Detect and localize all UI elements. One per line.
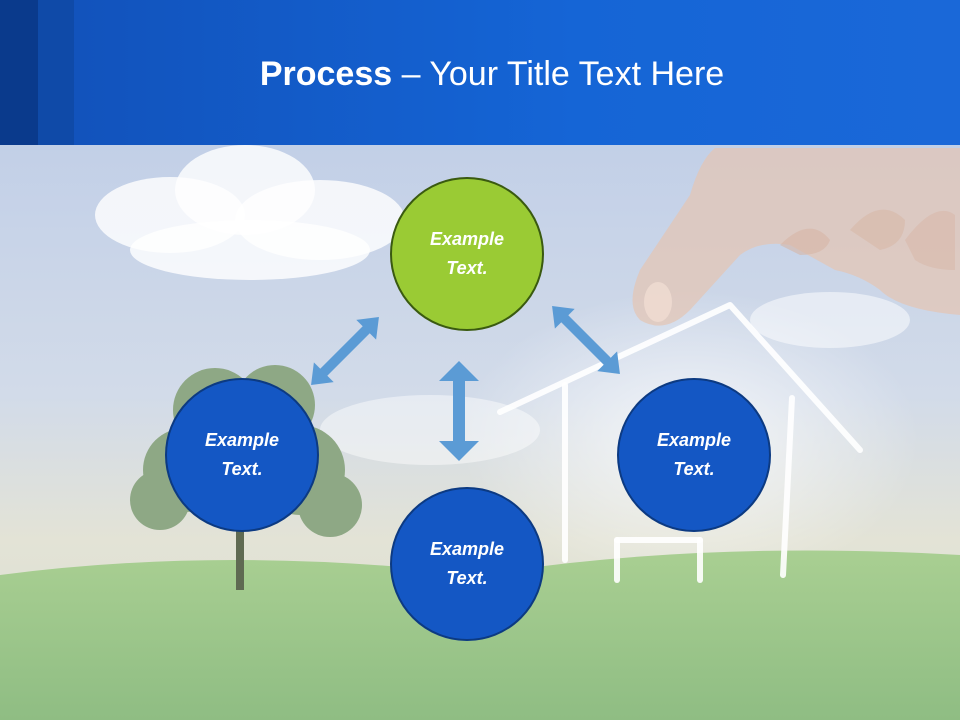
slide-title-bold: Process: [259, 55, 393, 93]
slide-title: Process – Your Title Text Here: [0, 52, 960, 96]
node-text-line2: Text.: [221, 459, 263, 479]
title-bar: Process – Your Title Text Here: [0, 0, 960, 145]
node-text-line1: Example: [656, 430, 732, 450]
node-text-line2: Text.: [446, 258, 488, 278]
double-arrow-icon: [439, 361, 479, 461]
slide-title-rest: – Your Title Text Here: [392, 55, 725, 93]
double-arrow-icon: [552, 306, 620, 374]
node-text-line1: Example: [429, 539, 505, 559]
double-arrow-icon: [311, 317, 379, 385]
hand-icon: [632, 148, 960, 326]
process-node-right: Example Text.: [617, 378, 771, 532]
process-node-top: Example Text.: [390, 177, 544, 331]
title-bar-stripe: [38, 0, 74, 145]
title-bar-stripe: [0, 0, 38, 145]
node-text-line1: Example: [204, 430, 280, 450]
node-text-line2: Text.: [446, 568, 488, 588]
process-node-bottom: Example Text.: [390, 487, 544, 641]
process-node-left: Example Text.: [165, 378, 319, 532]
node-text-line1: Example: [429, 229, 505, 249]
node-text-line2: Text.: [673, 459, 715, 479]
house-outline-icon: [497, 302, 863, 583]
